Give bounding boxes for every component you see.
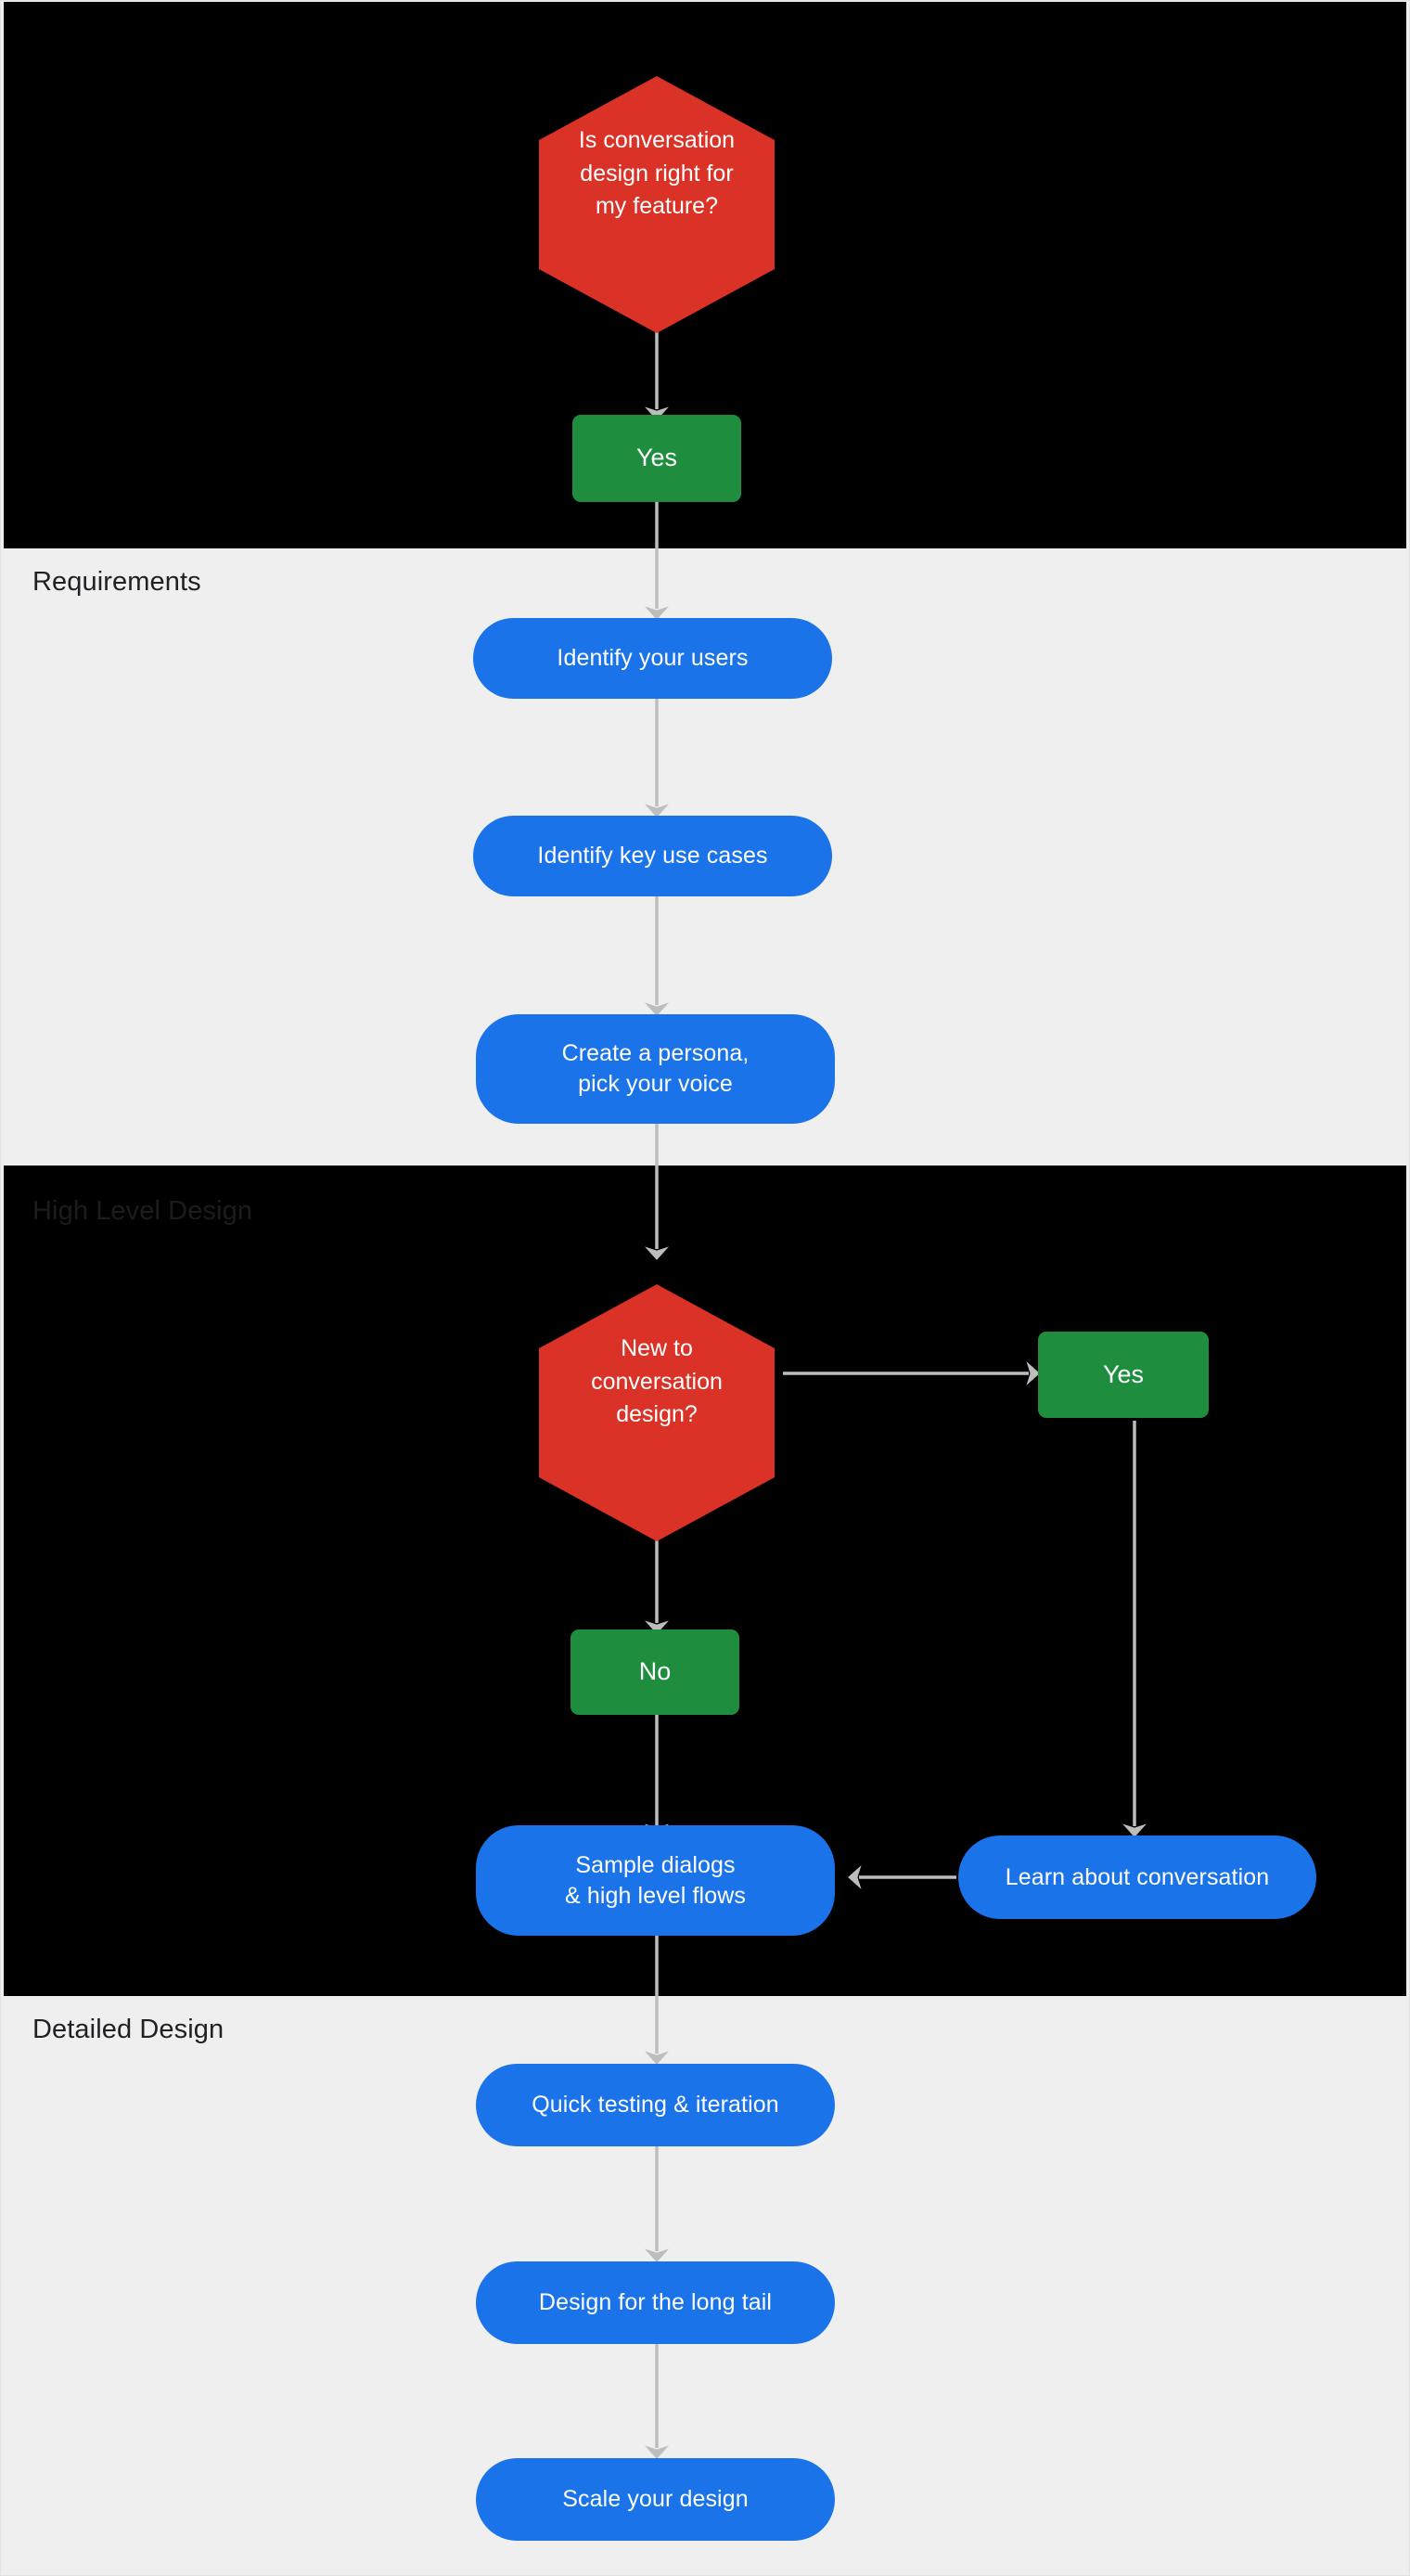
- decision-label: New to conversation design?: [591, 1335, 723, 1428]
- process-quick-testing-iteration[interactable]: Quick testing & iteration: [476, 2064, 835, 2146]
- process-create-a-persona[interactable]: Create a persona, pick your voice: [476, 1014, 835, 1124]
- process-identify-key-use-cases[interactable]: Identify key use cases: [473, 816, 832, 896]
- terminal-label: No: [638, 1657, 672, 1686]
- process-label: Learn about conversation: [1005, 1863, 1270, 1890]
- process-label: Sample dialogs & high level flows: [565, 1851, 746, 1909]
- terminal-label: Yes: [635, 444, 678, 472]
- hexagon-shape: [539, 45, 775, 333]
- decision-label: Is conversation design right for my feat…: [578, 127, 736, 220]
- process-label: Identify your users: [557, 645, 749, 671]
- process-scale-your-design[interactable]: Scale your design: [476, 2458, 835, 2541]
- section-label-high-level-design: High Level Design: [32, 1196, 253, 1226]
- process-label: Scale your design: [562, 2486, 749, 2512]
- process-label: Design for the long tail: [538, 2289, 773, 2315]
- process-learn-about-conversation[interactable]: Learn about conversation: [958, 1835, 1316, 1919]
- decision-is-conversation-design-right[interactable]: Is conversation design right for my feat…: [539, 45, 775, 333]
- terminal-yes-1[interactable]: Yes: [572, 415, 741, 502]
- process-label: Identify key use cases: [537, 843, 768, 869]
- section-label-detailed-design: Detailed Design: [32, 2015, 224, 2044]
- decision-new-to-conversation-design[interactable]: New to conversation design?: [539, 1254, 775, 1541]
- process-label: Create a persona, pick your voice: [561, 1040, 750, 1097]
- process-design-for-the-long-tail[interactable]: Design for the long tail: [476, 2261, 835, 2344]
- terminal-label: Yes: [1102, 1359, 1145, 1388]
- terminal-yes-2[interactable]: Yes: [1038, 1332, 1209, 1418]
- terminal-no-1[interactable]: No: [570, 1629, 739, 1715]
- process-label: Quick testing & iteration: [532, 2092, 779, 2118]
- process-sample-dialogs-high-level-flows[interactable]: Sample dialogs & high level flows: [476, 1825, 835, 1936]
- section-label-requirements: Requirements: [32, 567, 201, 597]
- process-identify-your-users[interactable]: Identify your users: [473, 618, 832, 699]
- hexagon-shape: [539, 1254, 775, 1541]
